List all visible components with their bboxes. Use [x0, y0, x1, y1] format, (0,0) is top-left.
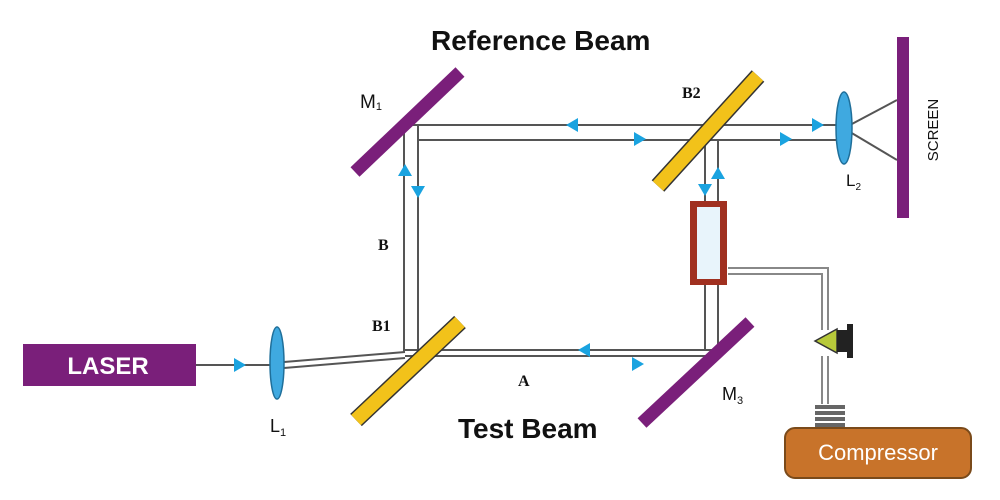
- path-label-b: B: [378, 237, 389, 254]
- mirror-m1: [350, 67, 465, 177]
- lens-l2: [835, 91, 853, 165]
- label-m1: M1: [360, 92, 382, 113]
- arrow-b-up: [398, 164, 412, 176]
- laser-label: LASER: [67, 353, 148, 380]
- screen-plate: [897, 37, 909, 218]
- arrow-laser-right: [234, 358, 246, 372]
- arrow-ref-right-2: [780, 132, 792, 146]
- screen-label: SCREEN: [925, 99, 942, 162]
- label-m3: M3: [722, 384, 743, 407]
- path-label-a: A: [518, 373, 530, 390]
- arrow-ref-left: [566, 118, 578, 132]
- reference-beam-title: Reference Beam: [431, 25, 650, 56]
- arrow-test-left: [578, 343, 590, 357]
- arrow-ref-right-3: [812, 118, 824, 132]
- beam-paths: [196, 99, 898, 369]
- label-l2: L2: [846, 171, 861, 193]
- label-l1: L1: [270, 416, 286, 439]
- lens-l1: [269, 326, 285, 400]
- spray-nozzle-icon: [813, 324, 853, 358]
- compressor-label: Compressor: [818, 440, 938, 465]
- beam-l2-to-screen-top: [849, 99, 898, 126]
- mirror-m3: [637, 317, 755, 428]
- direction-arrows: [234, 118, 824, 372]
- arrow-ref-right-1: [634, 132, 646, 146]
- laser-box: [23, 344, 196, 386]
- label-b2: B2: [682, 85, 701, 102]
- arrow-cell-up: [711, 167, 725, 179]
- arrow-b-down: [411, 186, 425, 198]
- arrow-test-right: [632, 357, 644, 371]
- test-beam-title: Test Beam: [458, 413, 598, 444]
- beam-l1-to-b1-upper: [283, 351, 406, 363]
- gas-lines: [728, 267, 829, 404]
- coupling-spring-icon: [815, 405, 845, 427]
- beam-l1-to-b1-lower: [283, 357, 406, 369]
- compressor-box: [784, 427, 972, 479]
- label-b1: B1: [372, 318, 391, 335]
- beam-l2-to-screen-bottom: [849, 131, 898, 161]
- arrow-cell-down: [698, 184, 712, 196]
